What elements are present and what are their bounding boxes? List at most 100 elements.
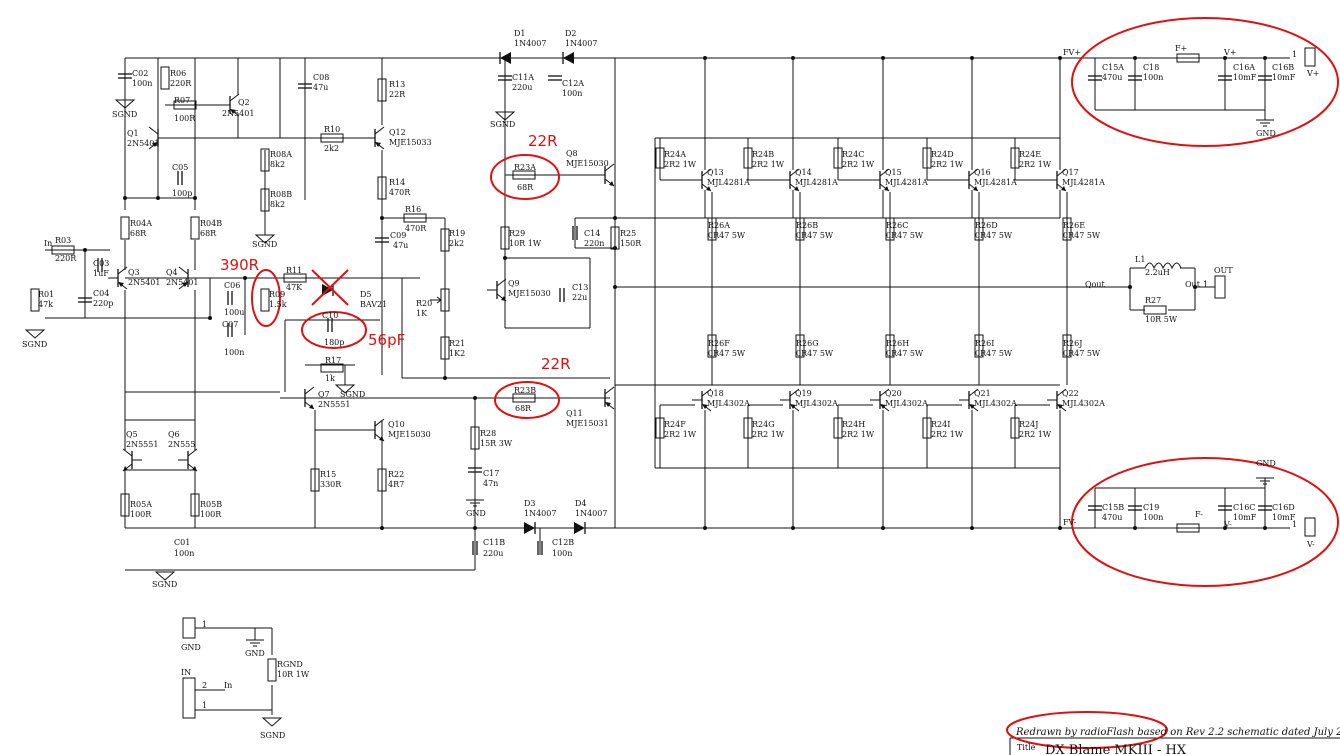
d4-value: 1N4007 xyxy=(575,509,607,518)
r13-label: R13 xyxy=(389,80,405,89)
c11b-label: C11B xyxy=(483,538,505,547)
r06-label: R06 xyxy=(170,69,186,78)
emitter-resistor xyxy=(707,217,717,241)
f-minus-label: F- xyxy=(1195,510,1203,519)
wiring xyxy=(45,57,1340,755)
emitter-resistor xyxy=(1062,217,1072,241)
c05-value: 100p xyxy=(172,189,192,198)
rgnd-value: 10R 1W xyxy=(277,670,310,679)
c02-label: C02 xyxy=(132,69,148,78)
r09-label: R09 xyxy=(269,290,285,299)
r22-label: R22 xyxy=(388,470,404,479)
c12a-label: C12A xyxy=(562,79,584,88)
base-resistor xyxy=(833,147,843,169)
r15-label: R15 xyxy=(320,470,336,479)
base-resistor xyxy=(655,147,665,169)
c10-value: 180p xyxy=(324,338,344,347)
emitter-resistor-label: R26H xyxy=(886,339,909,348)
l1-label: L1 xyxy=(1135,255,1145,264)
base-resistor xyxy=(743,147,753,169)
emitter-resistor-label: R26B xyxy=(796,221,818,230)
emitter-resistor-value: 0R47 5W xyxy=(796,231,834,240)
c16a-label: C16A xyxy=(1233,63,1255,72)
r27-value: 10R 5W xyxy=(1145,315,1178,324)
c04-value: 220p xyxy=(93,299,113,308)
q11-label: Q11 xyxy=(566,409,583,418)
r16-label: R16 xyxy=(405,205,421,214)
base-resistor xyxy=(1010,417,1020,439)
c13-value: 22u xyxy=(572,293,587,302)
emitter-resistor-label: R26F xyxy=(708,339,730,348)
q6-label: Q6 xyxy=(168,430,180,439)
c16a-value: 10mF xyxy=(1233,73,1257,82)
c12b-value: 100n xyxy=(552,549,572,558)
c01-value: 100n xyxy=(174,549,194,558)
emitter-resistor xyxy=(974,217,984,241)
r04b-value: 68R xyxy=(200,229,217,238)
r17-value: 1k xyxy=(325,374,335,383)
emitter-resistor-value: 0R47 5W xyxy=(708,231,746,240)
d3-label: D3 xyxy=(524,499,536,508)
r23b-note: 22R xyxy=(541,355,571,373)
c02-value: 100n xyxy=(132,79,152,88)
annotations: 390R 22R 22R 56pF xyxy=(220,17,1339,749)
emitter-resistor-label: R26J xyxy=(1063,339,1082,348)
c03-value: 1uF xyxy=(93,269,109,278)
base-resistor-value: 2R2 1W xyxy=(1019,160,1052,169)
fv-plus-label: FV+ xyxy=(1063,48,1081,57)
gnd-label: GND xyxy=(466,509,486,518)
r21-value: 1K2 xyxy=(449,349,465,358)
r25-label: R25 xyxy=(620,229,636,238)
d1-value: 1N4007 xyxy=(514,39,546,48)
d1-label: D1 xyxy=(514,29,526,38)
r29-value: 10R 1W xyxy=(509,239,542,248)
c07-value: 100n xyxy=(224,348,244,357)
transistor-value: MJL4302A xyxy=(1062,399,1105,408)
q7-value: 2N5551 xyxy=(318,400,350,409)
q3-value: 2N5401 xyxy=(128,278,160,287)
r11-value: 47K xyxy=(286,283,303,292)
transistor-value: MJL4281A xyxy=(707,178,750,187)
c07-label: C07 xyxy=(222,320,238,329)
emitter-resistor-value: 0R47 5W xyxy=(975,349,1013,358)
q3-label: Q3 xyxy=(128,268,140,277)
d3-value: 1N4007 xyxy=(524,509,556,518)
r14-value: 470R xyxy=(389,188,411,197)
transistor-label: Q17 xyxy=(1062,168,1079,177)
credit-text: Redrawn by radioFlash based on Rev 2.2 s… xyxy=(1015,727,1340,738)
d2-label: D2 xyxy=(565,29,577,38)
transistor-label: Q13 xyxy=(707,168,724,177)
q7-label: Q7 xyxy=(318,390,330,399)
out-net-label: Out xyxy=(1185,280,1201,289)
rgnd-label: RGND xyxy=(277,660,303,669)
c11a-value: 220u xyxy=(512,83,532,92)
emitter-resistor-value: 0R47 5W xyxy=(975,231,1013,240)
d2-value: 1N4007 xyxy=(565,39,597,48)
transistor-value: MJL4281A xyxy=(885,178,928,187)
c06-label: C06 xyxy=(224,281,240,290)
transistor-label: Q20 xyxy=(885,389,902,398)
sgnd-label-4: SGND xyxy=(340,390,365,399)
base-resistor-label: R24D xyxy=(931,150,954,159)
r08b-label: R08B xyxy=(270,190,292,199)
transistor-label: Q19 xyxy=(795,389,812,398)
r05b-value: 100R xyxy=(200,510,222,519)
c16d-value: 10mF xyxy=(1272,513,1296,522)
base-resistor-value: 2R2 1W xyxy=(752,430,785,439)
r20-value: 1K xyxy=(416,309,428,318)
transistor-value: MJL4281A xyxy=(795,178,838,187)
q5-value: 2N5551 xyxy=(126,440,158,449)
r07-label: R07 xyxy=(174,96,190,105)
emitter-resistor xyxy=(885,217,895,241)
c15a-label: C15A xyxy=(1102,63,1124,72)
r27-label: R27 xyxy=(1145,296,1161,305)
r05b-label: R05B xyxy=(200,500,222,509)
c01-label: C01 xyxy=(174,538,190,547)
base-resistor-label: R24B xyxy=(752,150,774,159)
emitter-resistor-label: R26G xyxy=(796,339,819,348)
r28-label: R28 xyxy=(480,429,496,438)
c16c-value: 10mF xyxy=(1233,513,1257,522)
transistor-label: Q16 xyxy=(974,168,991,177)
transistor-value: MJL4302A xyxy=(974,399,1017,408)
v-minus-label: V- xyxy=(1223,520,1232,529)
